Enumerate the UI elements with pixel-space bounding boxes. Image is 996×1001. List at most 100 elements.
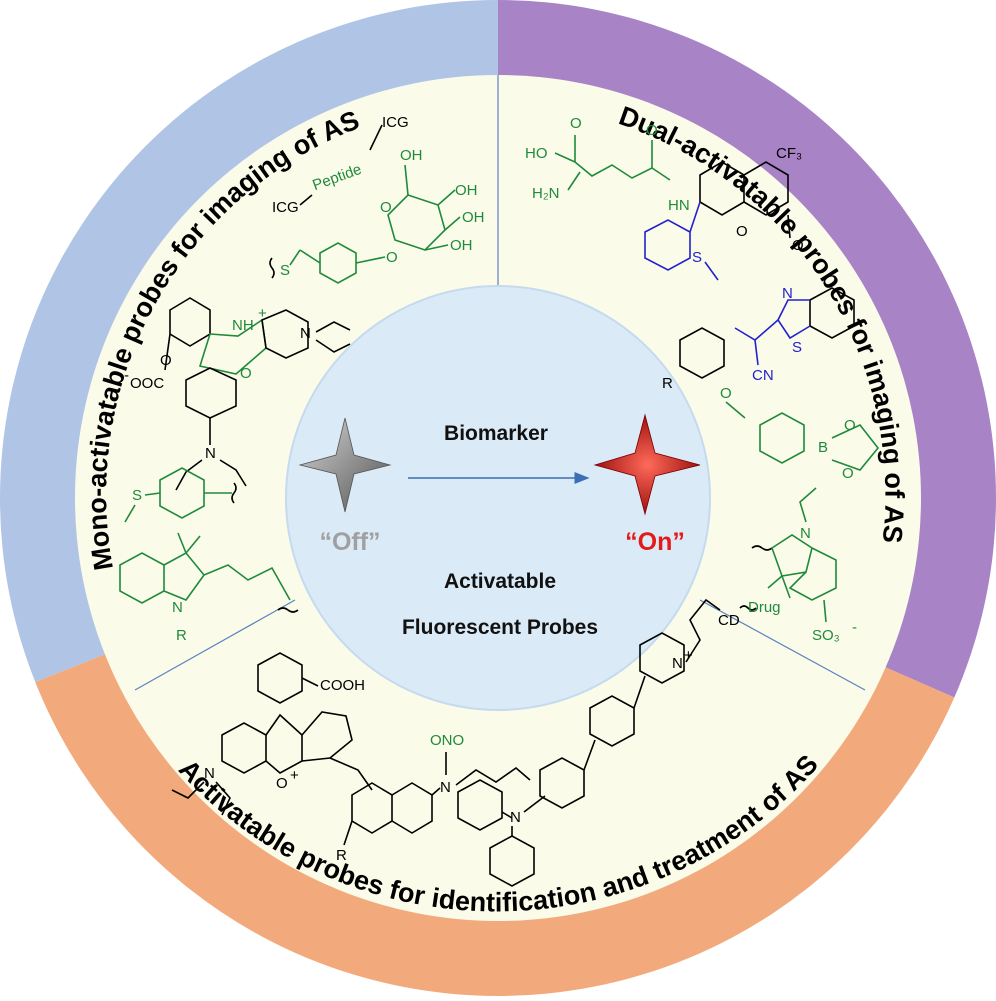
bond [523,795,546,813]
benzene-ring [679,327,725,379]
hn-label: HN [668,197,690,214]
bond [823,599,827,623]
bond [369,124,383,151]
ethyl-groups [315,321,351,353]
bond [501,811,513,819]
r-label: R [662,375,673,392]
benzene-ring [319,242,357,284]
n-label: N [205,445,216,462]
bond [299,194,313,206]
oh-label: OH [455,182,478,199]
off-star-icon [298,417,392,513]
o-label: O [844,417,856,434]
benzene-ring [788,547,837,601]
pyridinium-ring [639,632,685,684]
wavy-bond [231,482,237,504]
bond [567,171,581,191]
n-label: N [172,599,183,616]
benzene-ring [159,467,205,519]
on-label: “On” [625,528,685,556]
wavy-bond [269,257,275,279]
r-label: R [336,847,347,864]
butyl-chain [455,766,531,786]
bond [704,261,719,281]
cd-label: CD [718,612,740,629]
bond [787,214,791,239]
n-label: N [510,809,521,826]
o-label: O [646,122,658,139]
o-label: O [570,115,582,132]
minus-sign: - [852,619,857,636]
center-disk [285,285,711,711]
coumarin-ring-b [743,161,789,216]
o-label: O [160,352,172,369]
benzene-ring [261,309,309,359]
benzyl-linker [725,401,746,419]
off-label: “Off” [319,528,380,556]
minus-sign: - [124,367,129,384]
o-plus-label: O [276,775,288,792]
h2n-label: H₂N [532,185,560,202]
bond [444,216,461,231]
bond [144,492,161,496]
benzoic-ring [257,652,303,704]
bond [124,504,136,523]
icg-label-2: ICG [272,199,299,216]
oh-label: OH [462,209,485,226]
divider-right [699,599,866,691]
treat-structures: COOH O + N R N ONO N N + CD Dr [171,598,781,887]
ono-label: ONO [430,732,464,749]
pinacol-ring [831,424,880,471]
s-label: S [692,249,702,266]
pyrrole-ring [771,534,813,577]
b-label: B [818,439,828,456]
ethyl-groups [175,459,247,491]
o-label: O [720,385,732,402]
biomarker-label: Biomarker [444,422,548,445]
drug-label: Drug [748,599,781,616]
bond [633,675,646,709]
bond [164,333,171,371]
n-label: N [440,779,451,796]
vinyl-bridge [329,757,373,791]
ethyl-groups [171,781,231,816]
bond [177,532,187,554]
o-label: O [240,365,252,382]
gem-dimethyl [767,575,791,599]
n-label: N [800,525,811,542]
probes-line-1: Activatable [444,570,556,593]
propyl-linker [685,598,721,663]
cn-label: CN [752,367,774,384]
n-label: N [300,325,311,342]
oh-label: OH [450,237,473,254]
polymethine-chain [203,564,291,601]
xanthene-ring-2 [265,713,303,774]
plus-sign: + [290,767,299,784]
wavy-bond [751,545,773,551]
plus-sign: + [684,647,693,664]
n-label: N [204,765,215,782]
bond [301,677,319,687]
so3-label: SO₃ [812,627,840,644]
oh-label: OH [400,147,423,164]
bond [404,164,409,196]
divider-left [134,599,296,691]
ho-label: HO [525,145,548,162]
cyclohexene-ring [301,711,353,762]
naphthalene-ring-2 [391,782,433,834]
phenyl-ring [589,695,635,747]
bond [431,787,441,796]
r-label: R [176,627,187,644]
bond [689,201,701,233]
wavy-bond [739,605,757,611]
coo-minus-label: OOC [130,375,164,392]
s-label: S [280,262,290,279]
benzene-ring [759,412,805,464]
bond [355,256,386,264]
icg-label-1: ICG [382,114,409,131]
bond [424,244,449,251]
benzene-ring [185,367,237,419]
o-label: O [792,237,804,254]
bond [289,249,301,266]
